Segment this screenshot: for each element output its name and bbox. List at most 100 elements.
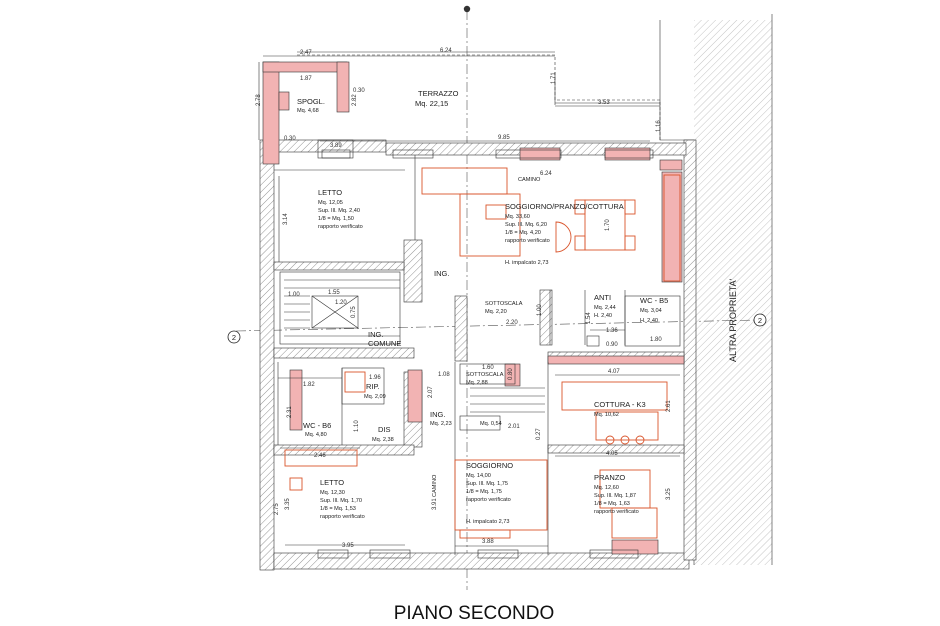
room-label-rip: RIP. Mq. 2,09 [364,382,386,400]
soggiorno-top-l4: rapporto verificato [505,238,550,244]
anti-l1: Mq. 2,44 [594,305,616,311]
dim-2-20: 2.20 [506,320,518,326]
soggiorno-bottom-l2: Sup. Ill. Mq. 1,75 [466,481,508,487]
sottoscala-bottom-name: SOTTOSCALA [466,372,504,378]
room-label-wc-b5: WC - B5 Mq. 3,04 H. 2,40 [640,296,668,324]
axis-marker-right-label: 2 [758,316,762,325]
dim-9-85: 9.85 [498,135,510,141]
dim-1-08: 1.08 [438,372,450,378]
anti-name: ANTI [594,293,611,302]
room-label-letto-top: LETTO Mq. 12,05 Sup. Ill. Mq. 2,40 1/8 =… [318,188,363,230]
dim-4-07: 4.07 [608,369,620,375]
room-label-letto-bottom: LETTO Mq. 12,30 Sup. Ill. Mq. 1,70 1/8 =… [320,478,365,520]
cottura-area: Mq. 10,62 [594,412,619,418]
cottura-name: COTTURA - K3 [594,400,646,409]
room-label-ing-comune: ING. COMUNE [368,330,401,348]
dim-3-14: 3.14 [283,213,289,225]
dis-area: Mq. 2,38 [372,437,394,443]
terrazzo-name: TERRAZZO [418,89,459,98]
dim-0-90: 0.90 [606,342,618,348]
ing-bottom-area: Mq. 2,23 [430,421,452,427]
soggiorno-top-l1: Mq. 33,60 [505,214,530,220]
wc-b5-name: WC - B5 [640,296,668,305]
pranzo-l4: rapporto verificato [594,509,639,515]
soggiorno-bottom-l3: 1/8 = Mq. 1,75 [466,489,502,495]
dim-6-24-mid: 6.24 [540,171,552,177]
dim-1-55: 1.55 [328,290,340,296]
letto-top-l2: Sup. Ill. Mq. 2,40 [318,208,360,214]
dimension-lines [258,55,680,547]
rip-area: Mq. 2,09 [364,394,386,400]
soggiorno-bottom-l4: rapporto verificato [466,497,511,503]
room-label-pranzo: PRANZO Mq. 12,60 Sup. Ill. Mq. 1,87 1/8 … [594,473,639,515]
dim-3-53: 3.53 [598,100,610,106]
dim-2-07: 2.07 [428,386,434,398]
dim-0-27: 0.27 [536,428,542,440]
dim-1-60: 1.60 [482,365,494,371]
sottoscala-bottom-area: Mq. 2,88 [466,380,488,386]
dim-1-96: 1.96 [369,375,381,381]
page-title: PIANO SECONDO [394,603,554,624]
letto-top-l4: rapporto verificato [318,224,363,230]
axis-marker-left-label: 2 [232,333,236,342]
dim-3-91: 3.91 [432,498,438,510]
room-label-dis: DIS Mq. 2,38 [372,425,394,443]
ing-top-label: ING. [434,269,449,278]
spogl-area: Mq. 4,68 [297,108,319,114]
pranzo-name: PRANZO [594,473,625,482]
small-area-label: Mq. 0,54 [480,421,502,427]
letto-top-l1: Mq. 12,05 [318,200,343,206]
ing-comune-l2: COMUNE [368,339,401,348]
room-label-wc-b6: WC - B6 Mq. 4,80 [303,421,331,438]
dim-1-87: 1.87 [300,76,312,82]
sottoscala-top-name: SOTTOSCALA [485,301,523,307]
room-label-soggiorno-top: SOGGIORNO/PRANZO/COTTURA Mq. 33,60 Sup. … [505,202,624,266]
room-label-ing-bottom: ING. Mq. 2,23 [430,410,452,427]
soggiorno-bottom-name: SOGGIORNO [466,461,513,470]
anti-l2: H. 2,40 [594,313,612,319]
staircase [284,279,545,413]
room-label-sottoscala-bottom: SOTTOSCALA Mq. 2,88 [466,372,504,386]
room-label-soggiorno-bottom: SOGGIORNO Mq. 14,00 Sup. Ill. Mq. 1,75 1… [466,461,513,525]
dim-1-00: 1.00 [288,292,300,298]
dim-1-20: 1.20 [335,300,347,306]
dim-2-31: 2.31 [287,406,293,418]
dis-name: DIS [378,425,391,434]
dim-1-70: 1.70 [605,219,611,231]
dim-6-24-top: 6.24 [440,48,452,54]
sottoscala-top-area: Mq. 2,20 [485,309,507,315]
letto-bottom-l3: 1/8 = Mq. 1,53 [320,506,356,512]
dim-2-82: 2.82 [352,94,358,106]
letto-bottom-l4: rapporto verificato [320,514,365,520]
dim-2-46: 2.46 [314,453,326,459]
dim-3-89: 3.89 [330,143,342,149]
dim-0-80: 0.80 [508,368,514,380]
terrazzo-area: Mq. 22,15 [415,99,448,108]
dim-1-82: 1.82 [303,382,315,388]
camino-bottom-label: CAMINO [432,474,438,497]
soggiorno-bottom-l1: Mq. 14,00 [466,473,491,479]
dim-1-10: 1.10 [354,420,360,432]
letto-top-l3: 1/8 = Mq. 1,50 [318,216,354,222]
rip-name: RIP. [366,382,380,391]
pranzo-l2: Sup. Ill. Mq. 1,87 [594,493,636,499]
camino-top-label: CAMINO [518,177,541,183]
dim-1-80: 1.80 [650,337,662,343]
furniture [284,167,681,539]
neighbor-property [659,14,773,565]
pranzo-l3: 1/8 = Mq. 1,63 [594,501,630,507]
wc-b5-l1: Mq. 3,04 [640,308,662,314]
axis-marker-right: 2 [753,313,767,327]
wc-b5-l2: H. 2,40 [640,318,658,324]
axis-marker-left: 2 [227,330,241,344]
dimension-texts: 2.47 6.24 1.71 3.53 2.78 1.87 0.30 2.82 … [256,48,672,549]
dim-1-71: 1.71 [551,72,557,84]
dim-0-30-b: 0.30 [284,136,296,142]
letto-bottom-l1: Mq. 12,30 [320,490,345,496]
dim-2-75: 2.75 [274,503,280,515]
ing-bottom-name: ING. [430,410,445,419]
horizontal-axis-line [235,319,759,332]
dim-1-36: 1.36 [606,328,618,334]
axis-dot-top [463,5,471,13]
